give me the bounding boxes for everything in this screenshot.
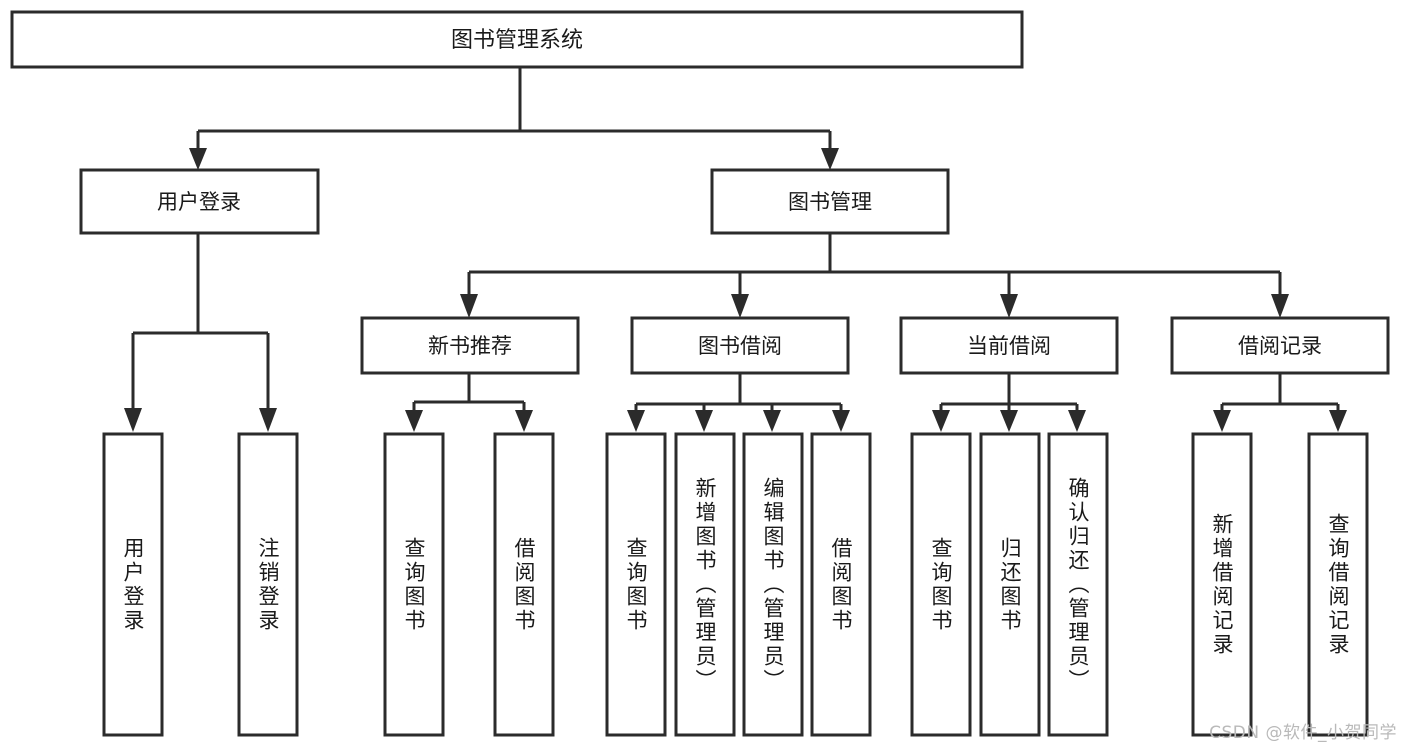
node-label-book-borrow: 图书借阅 [698,334,782,358]
leaf-box-bb-1[interactable] [605,432,667,737]
node-label-new-book-recommend: 新书推荐 [428,334,512,358]
watermark-text: CSDN @软件_小贺同学 [1209,723,1397,743]
connector-group-root [189,68,839,170]
connector-group-book-borrow [627,373,850,432]
connector-group-borrow-record [1213,373,1347,432]
node-label-book-manage: 图书管理 [788,190,872,214]
leaf-box-cb-2[interactable] [979,432,1041,737]
arrow-head-book-borrow [731,294,749,318]
node-box-new-book-recommend[interactable] [360,316,580,375]
arrow-head-new-book-recommend [460,294,478,318]
arrow-head-leaf-user-login-1 [124,408,142,432]
arrow-head-leaf-cb-3 [1068,410,1086,432]
arrow-head-leaf-br-2 [1329,410,1347,432]
connector-group-new-book-recommend [405,373,533,432]
leaf-box-bb-3[interactable] [742,432,804,737]
node-box-book-borrow[interactable] [630,316,850,375]
leaf-box-nbr-1[interactable] [383,432,445,737]
leaf-box-br-1[interactable] [1191,432,1253,737]
node-label-current-borrow: 当前借阅 [967,334,1051,358]
leaf-box-user-login-1[interactable] [102,432,164,737]
connector-group-book-manage [460,233,1289,318]
arrow-head-leaf-bb-3 [763,410,781,432]
arrow-head-leaf-cb-2 [1000,410,1018,432]
connector-group-current-borrow [932,373,1086,432]
arrow-head-leaf-bb-4 [832,410,850,432]
arrow-head-book-manage [821,148,839,170]
leaf-box-cb-1[interactable] [910,432,972,737]
arrow-head-leaf-br-1 [1213,410,1231,432]
node-box-user-login[interactable] [79,168,320,235]
arrow-head-current-borrow [1000,294,1018,318]
node-box-borrow-record[interactable] [1170,316,1390,375]
arrow-head-leaf-nbr-1 [405,410,423,432]
node-label-user-login: 用户登录 [157,190,241,214]
leaf-box-nbr-2[interactable] [493,432,555,737]
arrow-head-leaf-nbr-2 [515,410,533,432]
leaf-box-cb-3[interactable] [1047,432,1109,737]
arrow-head-leaf-bb-1 [627,410,645,432]
arrow-head-leaf-bb-2 [695,410,713,432]
arrow-head-user-login [189,148,207,170]
leaf-box-user-login-2[interactable] [237,432,299,737]
leaf-box-br-2[interactable] [1307,432,1369,737]
leaf-box-bb-4[interactable] [810,432,872,737]
node-label-borrow-record: 借阅记录 [1238,334,1322,358]
node-box-root[interactable] [10,10,1024,69]
connector-group-user-login [124,233,277,432]
node-box-current-borrow[interactable] [899,316,1119,375]
node-box-book-manage[interactable] [710,168,950,235]
arrow-head-borrow-record [1271,294,1289,318]
arrow-head-leaf-cb-1 [932,410,950,432]
leaf-box-bb-2[interactable] [674,432,736,737]
node-label-root: 图书管理系统 [451,28,583,53]
arrow-head-leaf-user-login-2 [259,408,277,432]
